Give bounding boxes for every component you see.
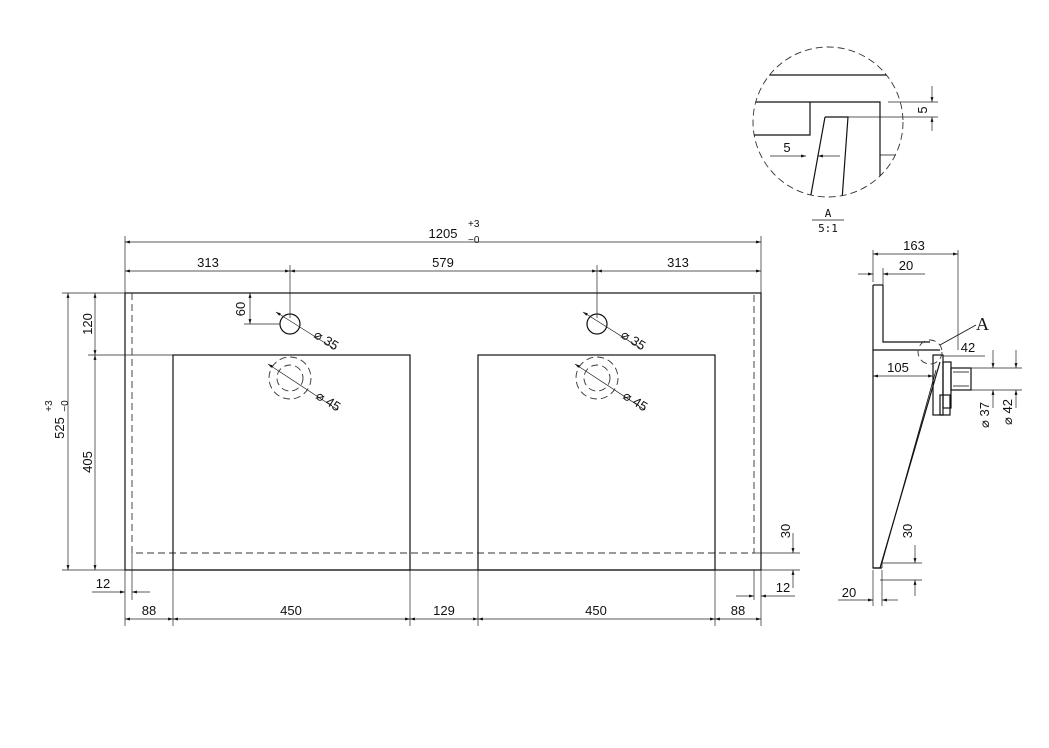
side-margin-left-label: 88 xyxy=(142,603,156,618)
dim-detail-vertical: 5 xyxy=(848,86,938,131)
width-tol-plus: +3 xyxy=(468,219,480,230)
width-tol-minus: −0 xyxy=(468,235,480,246)
dim-left-verticals: 120 405 525 +3 −0 xyxy=(44,292,173,571)
dim-drain-left: ⌀ 45 xyxy=(267,363,343,414)
detail-label: A xyxy=(825,207,832,220)
dim-detail-horizontal: 5 xyxy=(770,140,840,158)
side-overall-label: 163 xyxy=(903,238,925,253)
edge-left-label: 12 xyxy=(96,576,110,591)
detail-boundary xyxy=(752,46,904,198)
drain-left-label: ⌀ 45 xyxy=(313,388,343,414)
basin-right xyxy=(477,354,716,571)
dim-outlet-width: 42 xyxy=(943,340,985,357)
side-margin-right-label: 88 xyxy=(731,603,745,618)
side-lip-label: 30 xyxy=(900,524,915,538)
tap-from-back-label: 60 xyxy=(233,302,248,316)
bowl-gap-label: 129 xyxy=(433,603,455,618)
dim-side-overall: 163 xyxy=(872,238,959,350)
dim-top-thickness: 20 xyxy=(858,258,925,285)
dim-overall-width: 1205 +3 −0 xyxy=(124,219,762,293)
dim-outlet-diameters: ⌀ 37 ⌀ 42 xyxy=(971,350,1022,428)
bowl-width-left-label: 450 xyxy=(280,603,302,618)
inner-diameter-label: ⌀ 37 xyxy=(977,402,992,428)
detail-vertical-label: 5 xyxy=(915,106,930,113)
dim-edge-right: 12 xyxy=(736,570,795,600)
front-view: 1205 +3 −0 313 579 313 60 ⌀ 35 xyxy=(44,219,800,626)
detail-scale-label: 5:1 xyxy=(818,222,838,235)
outer-diameter-label: ⌀ 42 xyxy=(1000,399,1015,425)
drain-left xyxy=(268,356,312,400)
overall-width-label: 1205 xyxy=(429,226,458,241)
detail-callout-label: A xyxy=(976,314,989,334)
dim-tap-positions: 313 579 313 xyxy=(125,255,761,318)
tap-hole-right-label: ⌀ 35 xyxy=(618,327,648,353)
depth-tol-minus: −0 xyxy=(60,400,71,412)
top-thickness-label: 20 xyxy=(899,258,913,273)
tap-spacing-label: 579 xyxy=(432,255,454,270)
edge-right-label: 12 xyxy=(776,580,790,595)
dim-outlet-offset: 105 xyxy=(873,360,933,378)
section-top-inner xyxy=(882,285,930,343)
dim-tap-from-back: 60 xyxy=(233,293,280,325)
dim-bottom-row: 88 450 129 450 88 xyxy=(124,570,762,626)
bottom-thickness-label: 20 xyxy=(842,585,856,600)
right-tap-offset-label: 313 xyxy=(667,255,689,270)
dim-side-lip: 30 xyxy=(880,524,922,596)
drain-right-label: ⌀ 45 xyxy=(620,388,650,414)
detail-horizontal-label: 5 xyxy=(783,140,790,155)
depth-tol-plus: +3 xyxy=(44,400,55,412)
bowl-width-right-label: 450 xyxy=(585,603,607,618)
bowl-depth-label: 405 xyxy=(80,451,95,473)
left-tap-offset-label: 313 xyxy=(197,255,219,270)
basin-left xyxy=(172,354,411,571)
drain-fitting xyxy=(932,354,972,416)
dim-front-lip: 30 xyxy=(754,524,800,588)
dim-bottom-thickness: 20 xyxy=(838,570,898,606)
side-view: A 163 20 42 105 xyxy=(838,238,1022,606)
detail-marker-circle xyxy=(917,339,943,365)
back-to-bowl-label: 120 xyxy=(80,313,95,335)
front-lip-label: 30 xyxy=(778,524,793,538)
tap-hole-left-label: ⌀ 35 xyxy=(311,327,341,353)
dim-edge-left: 12 xyxy=(92,553,150,600)
dim-drain-right: ⌀ 45 xyxy=(574,363,650,414)
outlet-offset-label: 105 xyxy=(887,360,909,375)
hidden-edge-outline xyxy=(131,293,755,554)
countertop-outline xyxy=(124,292,762,571)
drain-right xyxy=(575,356,619,400)
detail-a: 5 5 A 5:1 xyxy=(752,46,938,235)
outlet-width-label: 42 xyxy=(961,340,975,355)
overall-depth-label: 525 xyxy=(52,417,67,439)
